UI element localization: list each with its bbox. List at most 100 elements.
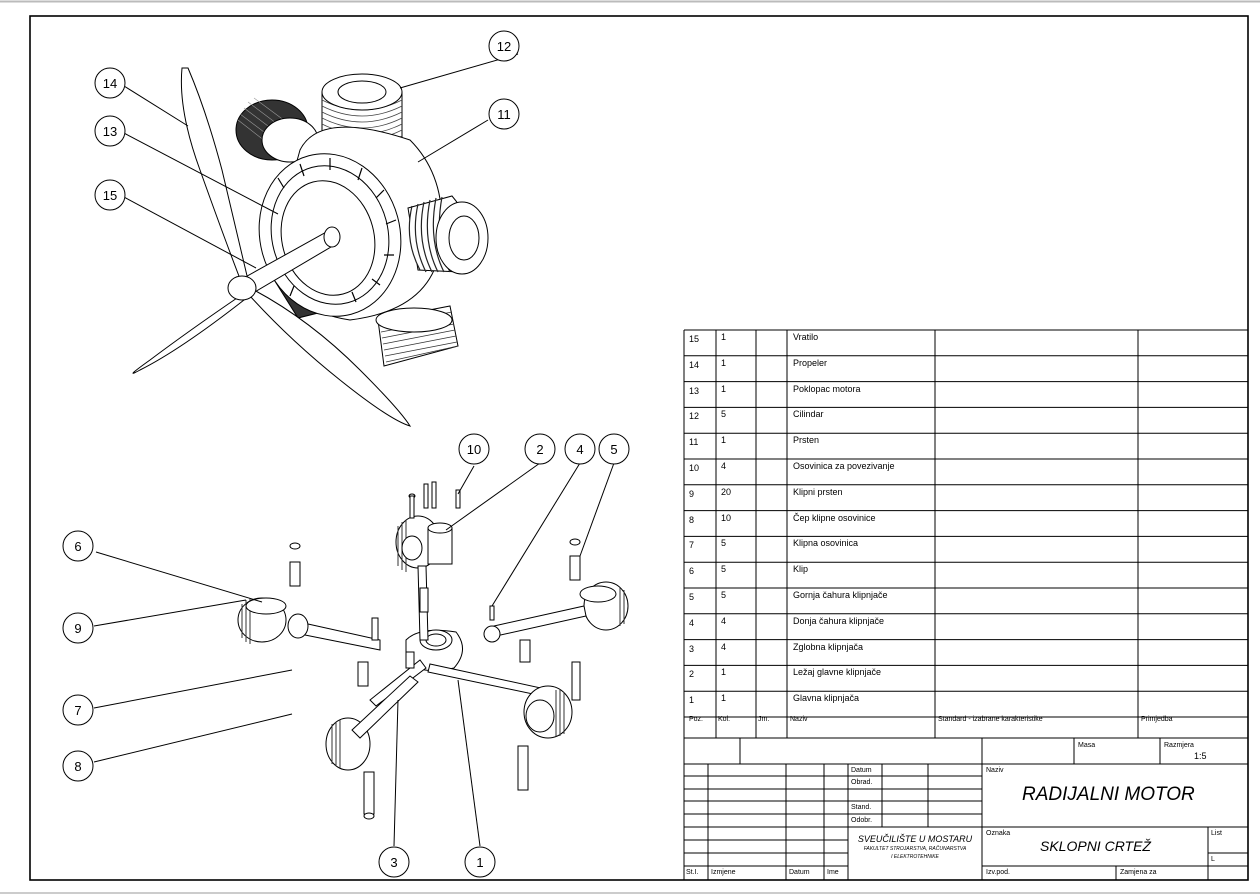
balloon-11: 11 — [497, 107, 511, 122]
bom-row-pos: 5 — [689, 592, 695, 602]
label-ime: Ime — [827, 869, 839, 876]
bom-row-pos: 6 — [689, 566, 695, 577]
bom-row-qty: 4 — [721, 615, 727, 626]
institution-faculty-2: I ELEKTROTEHNIKE — [891, 854, 939, 860]
bom-row-qty: 20 — [721, 486, 732, 497]
balloon-12: 12 — [497, 39, 511, 54]
bom-row-lines — [684, 355, 1248, 739]
bom-grid — [683, 329, 1248, 880]
balloon-circles — [62, 30, 630, 878]
bom-row-name: Ležaj glavne klipnjače — [793, 667, 882, 678]
label-stand: Stand. — [851, 804, 872, 811]
label-st-i: St.I. — [686, 869, 699, 876]
bom-row-name: Vratilo — [793, 332, 819, 342]
balloon-labels: 12 11 14 13 15 10 2 4 5 6 9 7 8 3 1 — [74, 39, 617, 870]
drawing-frame — [29, 15, 1249, 881]
label-zamjena-za: Zamjena za — [1120, 869, 1157, 876]
label-obrad: Obrad. — [851, 779, 873, 786]
bom-row-name: Gornja čahura klipnjače — [793, 590, 888, 600]
bom-row-pos: 14 — [689, 359, 700, 370]
bom-header-standard: Standard - izabrane karakteristike — [938, 716, 1043, 723]
label-datum-top: Datum — [851, 767, 872, 774]
piston-left — [237, 542, 381, 687]
label-razmjera: Razmjera — [1164, 742, 1194, 749]
title-block-grid — [684, 738, 1248, 880]
institution-name: SVEUČILIŠTE U MOSTARU — [857, 834, 973, 844]
assembled-engine-view — [132, 67, 489, 427]
piston-top — [395, 481, 461, 641]
bom-row-qty: 1 — [721, 435, 727, 446]
cylinder-right — [407, 195, 489, 275]
bom-header-note: Primjedba — [1141, 716, 1173, 723]
drawing-title: RADIJALNI MOTOR — [1022, 784, 1195, 805]
piston-bottom-right — [517, 685, 573, 791]
label-datum-bottom: Datum — [789, 869, 810, 876]
balloon-9: 9 — [74, 621, 81, 636]
balloon-1: 1 — [476, 855, 483, 870]
label-izmjene: Izmjene — [711, 869, 736, 876]
drawing-subtitle: SKLOPNI CRTEŽ — [1040, 838, 1151, 854]
bom-row-qty: 1 — [721, 693, 727, 704]
balloon-3: 3 — [390, 855, 397, 870]
bom-header-pos: Poz. — [689, 716, 704, 723]
bom-row-qty: 5 — [721, 409, 727, 420]
balloon-6: 6 — [74, 539, 81, 554]
bom-row-pos: 2 — [689, 669, 695, 680]
bom-row-name: Klip — [793, 564, 809, 575]
cylinder-rear-left — [235, 97, 319, 163]
balloon-13: 13 — [103, 124, 117, 139]
bom-row-pos: 9 — [689, 488, 695, 499]
piston-right — [483, 538, 629, 701]
bom-row-pos: 15 — [689, 334, 700, 344]
bom-header-name: Naziv — [790, 716, 808, 723]
bom-row-pos: 13 — [689, 385, 700, 396]
bom-row-name: Osovinica za povezivanje — [793, 461, 895, 471]
bom-row-pos: 3 — [689, 643, 695, 654]
bom-row-qty: 5 — [721, 564, 727, 575]
bom-row-name: Donja čahura klipnjače — [793, 615, 885, 626]
bom-row-pos: 1 — [689, 695, 695, 706]
label-naziv: Naziv — [986, 767, 1004, 774]
institution-faculty: FAKULTET STROJARSTVA, RAČUNARSTVA — [863, 846, 967, 852]
label-l: L — [1211, 856, 1215, 863]
label-izv-pod: Izv.pod. — [986, 869, 1010, 876]
bom-row-qty: 5 — [721, 538, 727, 549]
bom-row-name: Klipna osovinica — [793, 538, 859, 549]
bom-row-name: Klipni prsten — [793, 486, 843, 497]
institution-block: SVEUČILIŠTE U MOSTARU FAKULTET STROJARST… — [848, 834, 982, 861]
bom-row-name: Prsten — [793, 435, 820, 446]
bom-row-pos: 7 — [689, 540, 695, 551]
bom-row-pos: 12 — [689, 411, 700, 422]
balloon-leaders — [93, 53, 615, 847]
exploded-view — [237, 481, 629, 820]
cylinder-bottom-right — [375, 305, 459, 367]
bom-header-unit: Jm. — [758, 716, 770, 723]
bom-row-name: Poklopac motora — [793, 383, 861, 394]
balloon-7: 7 — [74, 703, 81, 718]
label-odobr: Odobr. — [851, 817, 873, 824]
piston-bottom-left — [325, 651, 419, 820]
balloon-5: 5 — [610, 442, 617, 457]
scale-value: 1:5 — [1194, 751, 1207, 761]
bom-row-qty: 4 — [721, 461, 727, 471]
bom-row-qty: 1 — [721, 357, 727, 368]
balloon-14: 14 — [103, 76, 117, 91]
bom-row-qty: 4 — [721, 641, 727, 652]
balloon-15: 15 — [103, 188, 117, 203]
bom-row-pos: 8 — [689, 514, 695, 525]
bom-row-pos: 10 — [689, 463, 700, 473]
bom-row-qty: 1 — [721, 383, 727, 394]
bom-header-qty: Kol. — [718, 716, 731, 723]
propeller — [132, 67, 412, 427]
bom-row-qty: 10 — [721, 512, 732, 523]
balloon-4: 4 — [576, 442, 583, 457]
bom-row-name: Čep klipne osovinice — [793, 512, 876, 523]
label-list: List — [1211, 830, 1222, 837]
label-oznaka: Oznaka — [986, 830, 1011, 837]
label-masa: Masa — [1078, 742, 1096, 749]
balloon-8: 8 — [74, 759, 81, 774]
bom-row-pos: 4 — [689, 617, 695, 628]
bom-row-qty: 1 — [721, 667, 727, 678]
bom-row-name: Propeler — [793, 357, 828, 368]
